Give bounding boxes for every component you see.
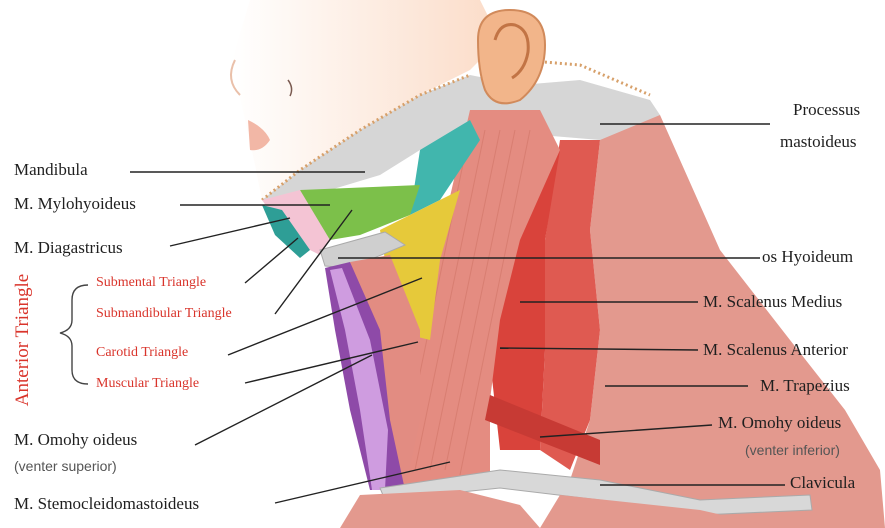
label-submental-triangle: Submental Triangle — [96, 275, 206, 291]
label-omohyoideus-inferior: M. Omohy oideus — [718, 413, 841, 433]
label-mastoideus: mastoideus — [780, 132, 857, 152]
label-processus: Processus — [793, 100, 860, 120]
label-venter-inferior: (venter inferior) — [745, 442, 840, 458]
anterior-brace — [60, 285, 88, 384]
label-diagastricus: M. Diagastricus — [14, 238, 123, 258]
label-sternocleidomastoideus: M. Stemocleidomastoideus — [14, 494, 199, 514]
pectoral-left — [340, 490, 540, 528]
label-scalenus-anterior: M. Scalenus Anterior — [703, 340, 848, 360]
pointer-diagastricus — [170, 218, 290, 246]
label-clavicula: Clavicula — [790, 473, 855, 493]
label-mandibula: Mandibula — [14, 160, 88, 180]
label-scalenus-medius: M. Scalenus Medius — [703, 292, 842, 312]
pointer-omohyoideus-sup — [195, 355, 372, 445]
label-venter-superior: (venter superior) — [14, 458, 117, 474]
label-omohyoideus-superior: M. Omohy oideus — [14, 430, 137, 450]
label-muscular-triangle: Muscular Triangle — [96, 376, 199, 392]
label-anterior-triangle: Anterior Triangle — [12, 265, 36, 415]
label-hyoideum: os Hyoideum — [762, 247, 853, 267]
label-submandibular-triangle: Submandibular Triangle — [96, 306, 232, 322]
label-mylohyoideus: M. Mylohyoideus — [14, 194, 136, 214]
label-carotid-triangle: Carotid Triangle — [96, 345, 188, 361]
pointer-submental — [245, 238, 298, 283]
trapezius — [560, 115, 885, 528]
label-trapezius: M. Trapezius — [760, 376, 850, 396]
